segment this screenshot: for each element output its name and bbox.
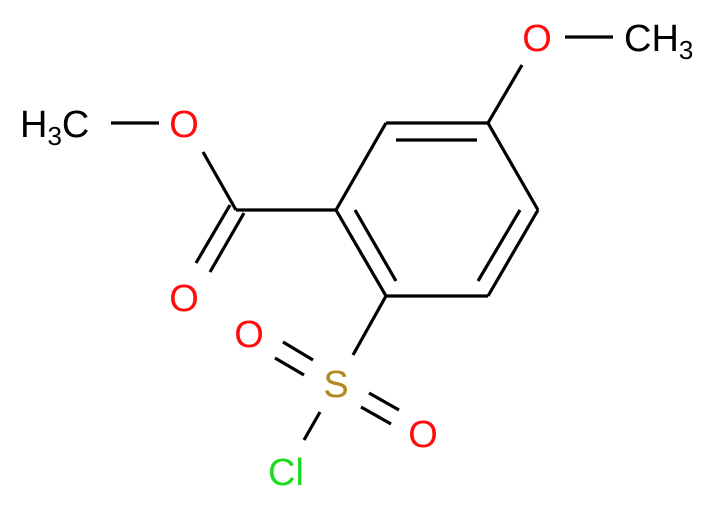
bonds <box>111 35 613 441</box>
ring-inner-double <box>476 209 522 282</box>
s-o2-double <box>360 405 392 426</box>
chlorine-atom: Cl <box>268 452 304 494</box>
methyl-ester-label: H3C <box>20 104 89 151</box>
methoxy-ch3-label: CH3 <box>624 18 693 65</box>
atom-labels: H3C O O O CH3 S O O Cl <box>20 18 693 494</box>
ring-bond <box>486 122 540 211</box>
ring-bond <box>334 122 388 211</box>
ring-s-bond <box>351 295 388 356</box>
s-o2-double <box>368 391 400 412</box>
ring-bond <box>334 209 388 297</box>
s-o1-double <box>282 340 314 362</box>
ester-oxygen: O <box>169 104 199 146</box>
carbonyl-oxygen: O <box>169 278 199 320</box>
ring-bond <box>486 209 540 297</box>
sulfonyl-oxygen-2: O <box>408 414 438 456</box>
ring-inner-double <box>353 209 398 282</box>
sulfur-atom: S <box>323 364 348 406</box>
methoxy-oxygen: O <box>522 18 552 60</box>
carbonyl-bond <box>208 212 246 273</box>
methoxy-o-bond <box>486 64 524 124</box>
carbonyl-bond <box>194 204 232 264</box>
ester-o-bond <box>201 151 238 211</box>
s-o1-double <box>274 356 305 377</box>
s-cl-bond <box>302 411 322 441</box>
sulfonyl-oxygen-1: O <box>234 314 264 356</box>
